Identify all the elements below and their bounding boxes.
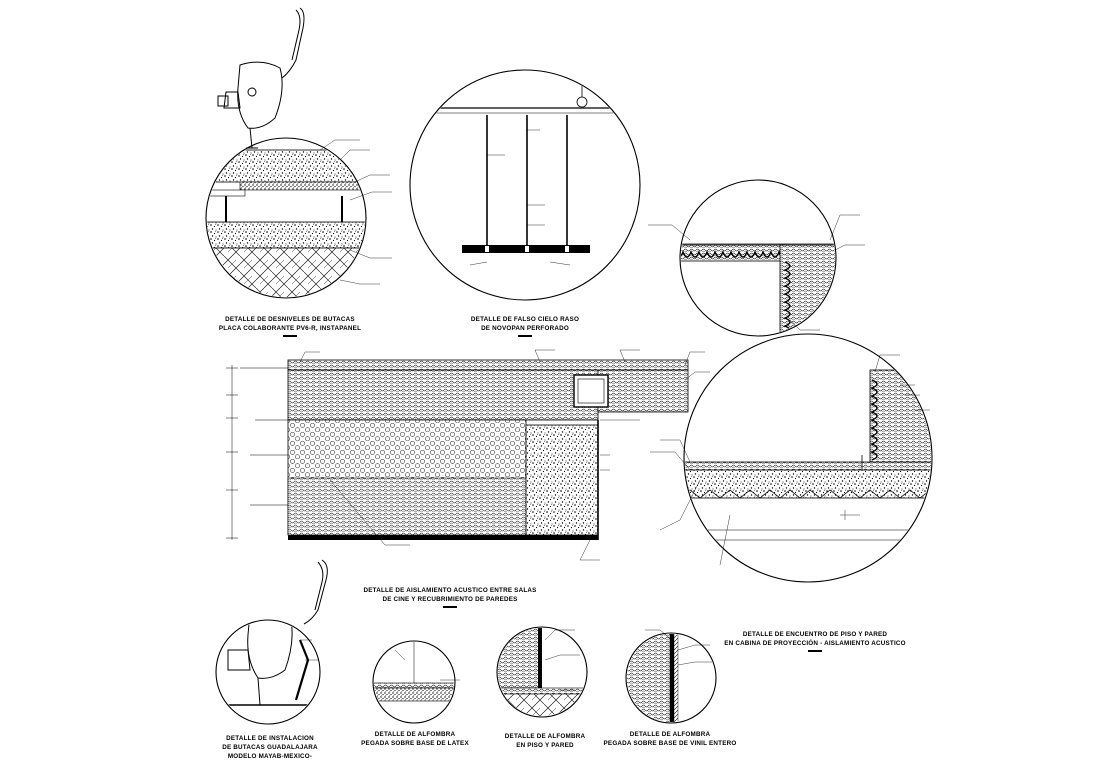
caption-line: EN CABINA DE PROYECCIÓN - AISLAMIENTO AC… bbox=[724, 640, 906, 647]
caption-carpet-latex: DETALLE DE ALFOMBRA PEGADA SOBRE BASE DE… bbox=[355, 730, 475, 748]
caption-line: DE NOVOPAN PERFORADO bbox=[481, 325, 569, 332]
caption-line: MODELO MAYAB-MEXICO- bbox=[227, 753, 313, 760]
caption-line: DETALLE DE INSTALACION bbox=[226, 735, 314, 742]
caption-acoustic-wall: DETALLE DE AISLAMIENTO ACUSTICO ENTRE SA… bbox=[350, 586, 550, 608]
scale-bar bbox=[808, 650, 822, 652]
scale-bar bbox=[443, 606, 457, 608]
caption-carpet-floor-wall: DETALLE DE ALFOMBRA EN PISO Y PARED bbox=[490, 732, 600, 750]
detail-corner-top-right bbox=[648, 179, 865, 337]
detail-seat-level-change bbox=[205, 7, 392, 299]
caption-false-ceiling: DETALLE DE FALSO CIELO RASO DE NOVOPAN P… bbox=[440, 315, 610, 337]
detail-acoustic-wall bbox=[226, 349, 710, 561]
detail-seat-installation bbox=[215, 559, 328, 725]
scale-bar bbox=[283, 335, 297, 337]
caption-line: PLACA COLABORANTE PV6-R, INSTAPANEL bbox=[218, 325, 362, 332]
detail-carpet-latex bbox=[372, 640, 460, 724]
caption-line: DETALLE DE ALFOMBRA bbox=[374, 731, 456, 738]
caption-line: DE CINE Y RECUBRIMIENTO DE PAREDES bbox=[382, 596, 518, 603]
caption-line: DE BUTACAS GUADALAJARA bbox=[222, 744, 318, 751]
detail-carpet-vinyl bbox=[625, 629, 717, 724]
caption-seat-installation: DETALLE DE INSTALACION DE BUTACAS GUADAL… bbox=[215, 734, 325, 761]
caption-line: PEGADA SOBRE BASE DE LATEX bbox=[361, 740, 469, 747]
caption-carpet-vinyl: DETALLE DE ALFOMBRA PEGADA SOBRE BASE DE… bbox=[585, 730, 755, 748]
detail-carpet-floor-wall bbox=[496, 626, 588, 718]
caption-line: DETALLE DE ENCUENTRO DE PISO Y PARED bbox=[742, 631, 888, 638]
detail-floor-wall-junction bbox=[650, 333, 933, 583]
caption-floor-wall-junction: DETALLE DE ENCUENTRO DE PISO Y PARED EN … bbox=[720, 630, 910, 652]
seat-drawing bbox=[217, 7, 305, 149]
caption-line: DETALLE DE ALFOMBRA bbox=[629, 731, 711, 738]
caption-seat-level-change: DETALLE DE DESNIVELES DE BUTACAS PLACA C… bbox=[200, 315, 380, 337]
scale-bar bbox=[518, 335, 532, 337]
caption-line: DETALLE DE ALFOMBRA bbox=[504, 733, 586, 740]
detail-false-ceiling bbox=[409, 69, 641, 301]
detail-circle bbox=[205, 137, 367, 299]
caption-line: EN PISO Y PARED bbox=[516, 742, 574, 749]
caption-line: PEGADA SOBRE BASE DE VINIL ENTERO bbox=[603, 740, 737, 747]
caption-line: DETALLE DE FALSO CIELO RASO bbox=[470, 316, 580, 323]
caption-line: DETALLE DE DESNIVELES DE BUTACAS bbox=[225, 316, 355, 323]
caption-line: DETALLE DE AISLAMIENTO ACUSTICO ENTRE SA… bbox=[363, 587, 537, 594]
